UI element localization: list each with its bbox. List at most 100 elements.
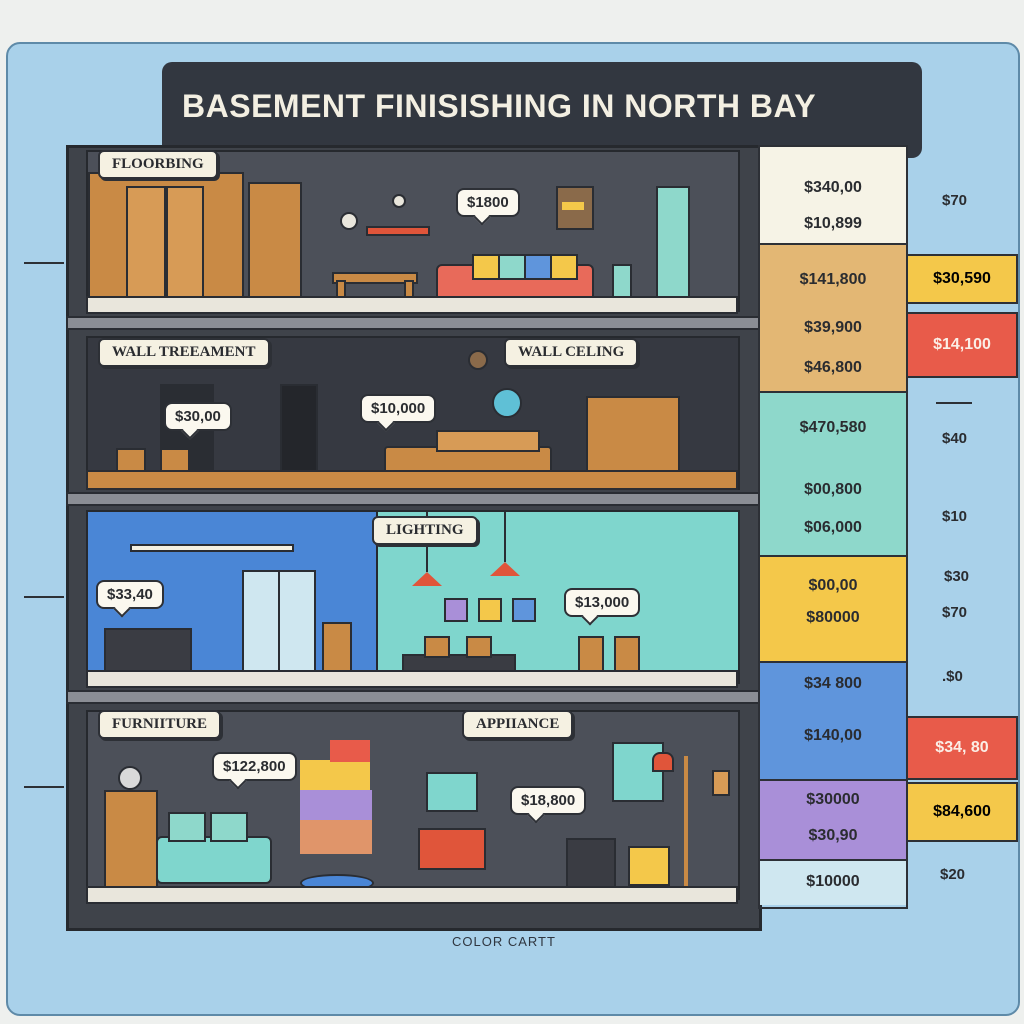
- chart-value: $141,800: [799, 271, 867, 288]
- side-price-tag: $34, 80: [906, 716, 1018, 780]
- brick-wall-purple: [300, 790, 372, 820]
- footer-caption: COLOR CARTT: [452, 934, 556, 949]
- teal-sofa: [156, 836, 272, 884]
- wood-door-panel: [126, 186, 166, 306]
- right-value: $20: [940, 866, 966, 883]
- label-furniture: FURNIITURE: [98, 710, 222, 739]
- wood-door-panel: [248, 182, 302, 306]
- floor-divider-2: [66, 492, 760, 506]
- floor-divider-3: [66, 690, 760, 704]
- floor-lamp: [612, 264, 632, 300]
- chart-value: $46,800: [804, 359, 862, 376]
- wood-bookshelf: [586, 396, 680, 480]
- right-value: $30: [944, 568, 970, 585]
- sideboard: [104, 628, 192, 678]
- floor-divider-1: [66, 316, 760, 330]
- color-cell: [760, 393, 906, 557]
- label-lighting: LIGHTING: [372, 516, 478, 545]
- wall-decor-dot: [340, 212, 358, 230]
- chart-value: $00,800: [804, 481, 862, 498]
- left-tick: [24, 786, 64, 788]
- floor-slab-4: [86, 886, 738, 904]
- speaker: [118, 766, 142, 790]
- page-title: BASEMENT FINISISHING IN NORTH BAY: [182, 88, 817, 124]
- label-wall-treatment: WALL TREEAMENT: [98, 338, 270, 367]
- chart-value: $10,899: [804, 215, 862, 232]
- tall-cabinet: [656, 186, 690, 302]
- media-console: [418, 828, 486, 870]
- wall-shelf: [366, 226, 430, 236]
- chart-value: $30,90: [808, 827, 858, 844]
- coffee-table: [332, 272, 418, 284]
- price-bubble-floor2-left: $30,00: [164, 402, 232, 431]
- right-value: $70: [942, 604, 968, 621]
- color-cell: [760, 557, 906, 663]
- color-chart-column: $340,00 $10,899 $141,800 $39,900 $46,800…: [758, 145, 908, 909]
- right-value: $40: [942, 430, 968, 447]
- price-bubble-floor3-left: $33,40: [96, 580, 164, 609]
- sofa-cushion-blue: [524, 254, 552, 280]
- wall-art: [478, 598, 502, 622]
- floor-slab-2: [86, 470, 738, 490]
- color-cell: [760, 245, 906, 393]
- wood-bookcase: [104, 790, 158, 892]
- tv-tower: [322, 622, 352, 678]
- label-wall-ceiling: WALL CELING: [504, 338, 639, 367]
- sofa-back: [436, 430, 540, 452]
- pendant-cord: [504, 512, 506, 562]
- sofa-cushion-teal: [498, 254, 526, 280]
- left-tick: [24, 596, 64, 598]
- price-bubble-floor1: $1800: [456, 188, 520, 217]
- chart-value: $10000: [806, 873, 860, 890]
- label-flooring: FLOORBING: [98, 150, 218, 179]
- wall-frame: [712, 770, 730, 796]
- chart-value: $30000: [806, 791, 860, 808]
- brick-wall-orange: [300, 820, 372, 854]
- sofa-cushion: [210, 812, 248, 842]
- color-cell: [760, 781, 906, 861]
- price-bubble-floor4-left: $122,800: [212, 752, 297, 781]
- lamp-shade: [652, 752, 674, 772]
- chart-value: $80000: [806, 609, 860, 626]
- chart-value: $06,000: [804, 519, 862, 536]
- wood-door-panel: [166, 186, 204, 306]
- color-cell: [760, 861, 906, 905]
- dining-chair: [424, 636, 450, 658]
- side-price-tag: $14,100: [906, 312, 1018, 378]
- sofa-cushion: [168, 812, 206, 842]
- picture-stripe: [562, 202, 584, 210]
- glass-door: [242, 570, 280, 674]
- wall-tv: [426, 772, 478, 812]
- price-bubble-floor2-mid: $10,000: [360, 394, 437, 423]
- price-bubble-floor3-right: $13,000: [564, 588, 641, 617]
- armchair-dark: [566, 838, 616, 888]
- chart-value: $470,580: [799, 419, 867, 436]
- side-price-tag: $84,600: [906, 782, 1018, 842]
- title-bar: [162, 62, 922, 158]
- dark-door: [280, 384, 318, 484]
- chart-value: $340,00: [804, 179, 862, 196]
- color-cell: [760, 147, 906, 245]
- wall-decor-dot: [392, 194, 406, 208]
- brick-wall-yellow: [300, 760, 370, 790]
- chart-value: $140,00: [804, 727, 862, 744]
- glass-door: [278, 570, 316, 674]
- framed-mirror: [612, 742, 664, 802]
- ceiling-track-light: [130, 544, 294, 552]
- brick-wall-red: [330, 740, 370, 762]
- chart-value: $34 800: [804, 675, 862, 692]
- wall-art: [444, 598, 468, 622]
- price-bubble-floor4-right: $18,800: [510, 786, 587, 815]
- sofa-cushion-yellow: [472, 254, 500, 280]
- right-value: .$0: [942, 668, 963, 685]
- floor-slab-3: [86, 670, 738, 688]
- chart-value: $00,00: [808, 577, 858, 594]
- round-mirror: [492, 388, 522, 418]
- color-cell: [760, 663, 906, 781]
- wall-art: [512, 598, 536, 622]
- pendant-lamp: [412, 572, 442, 586]
- left-tick: [24, 262, 64, 264]
- chart-value: $39,900: [804, 319, 862, 336]
- right-value: $70: [942, 192, 968, 209]
- wall-clock: [468, 350, 488, 370]
